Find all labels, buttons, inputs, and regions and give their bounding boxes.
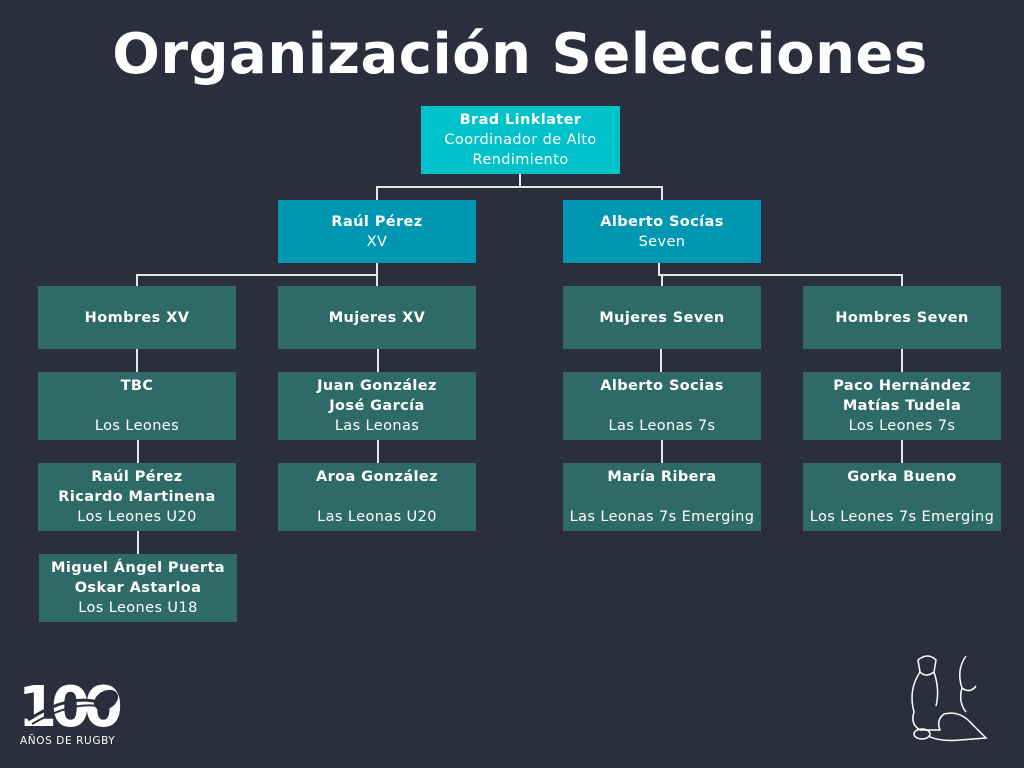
connector bbox=[901, 274, 903, 286]
page-title: Organización Selecciones bbox=[112, 22, 928, 87]
node-role: Seven bbox=[638, 233, 686, 250]
node-los-leones: TBC Los Leones bbox=[38, 372, 236, 440]
node-name: TBC bbox=[120, 378, 154, 394]
node-name: José García bbox=[329, 398, 425, 414]
node-name: Raúl Pérez bbox=[331, 213, 423, 230]
connector bbox=[376, 263, 378, 275]
node-name: Miguel Ángel Puerta bbox=[51, 560, 225, 576]
connector bbox=[901, 349, 903, 372]
connector bbox=[376, 186, 378, 200]
node-mujeres-seven: Mujeres Seven bbox=[563, 286, 761, 349]
node-hombres-seven: Hombres Seven bbox=[803, 286, 1001, 349]
node-mujeres-xv: Mujeres XV bbox=[278, 286, 476, 349]
node-name: Alberto Socías bbox=[600, 213, 724, 230]
100-years-logo: 100 bbox=[18, 676, 127, 732]
node-name: Hombres Seven bbox=[835, 309, 969, 326]
node-name: Alberto Socias bbox=[600, 378, 724, 394]
node-name: Ricardo Martinena bbox=[58, 489, 216, 505]
node-name: Gorka Bueno bbox=[847, 469, 957, 485]
connector bbox=[377, 349, 379, 372]
node-role: Rendimiento bbox=[472, 152, 569, 168]
node-role: Los Leones U18 bbox=[78, 600, 198, 616]
node-role: Los Leones 7s bbox=[848, 418, 956, 434]
node-name: Mujeres XV bbox=[328, 309, 426, 326]
node-name: Coordinador de Alto bbox=[444, 132, 597, 148]
node-name: María Ribera bbox=[607, 469, 717, 485]
connector bbox=[137, 440, 139, 463]
node-role: XV bbox=[366, 233, 388, 250]
node-name: Juan González bbox=[317, 378, 437, 394]
connector bbox=[658, 263, 660, 275]
node-name: Raúl Pérez bbox=[91, 469, 183, 485]
connector bbox=[136, 274, 138, 286]
node-role: Las Leonas bbox=[334, 418, 420, 434]
lion-emblem-icon bbox=[911, 655, 988, 742]
node-name: Hombres XV bbox=[84, 309, 190, 326]
node-name: Aroa González bbox=[315, 469, 439, 485]
node-hombres-xv: Hombres XV bbox=[38, 286, 236, 349]
connector bbox=[376, 274, 378, 286]
node-role: Los Leones bbox=[94, 418, 180, 434]
node-role: Las Leonas 7s Emerging bbox=[569, 509, 755, 525]
connector bbox=[377, 440, 379, 463]
node-name: Mujeres Seven bbox=[599, 309, 725, 326]
connector bbox=[661, 186, 663, 200]
node-name: Brad Linklater bbox=[459, 112, 582, 128]
connector bbox=[658, 274, 903, 276]
connector bbox=[661, 274, 663, 286]
node-role: Los Leones 7s Emerging bbox=[809, 509, 995, 525]
connector bbox=[136, 274, 378, 276]
logo-caption: AÑOS DE RUGBY bbox=[20, 735, 116, 747]
connector bbox=[660, 349, 662, 372]
node-name: Matías Tudela bbox=[842, 398, 962, 414]
node-name: Paco Hernández bbox=[833, 378, 971, 394]
connector bbox=[661, 440, 663, 463]
node-role: Los Leones U20 bbox=[77, 509, 197, 525]
connector bbox=[519, 174, 521, 187]
connector bbox=[901, 440, 903, 463]
node-role: Las Leonas U20 bbox=[317, 509, 437, 525]
connector bbox=[136, 349, 138, 372]
node-role: Las Leonas 7s bbox=[608, 418, 716, 434]
connector bbox=[137, 531, 139, 554]
connector bbox=[376, 186, 663, 188]
node-name: Oskar Astarloa bbox=[74, 580, 202, 596]
